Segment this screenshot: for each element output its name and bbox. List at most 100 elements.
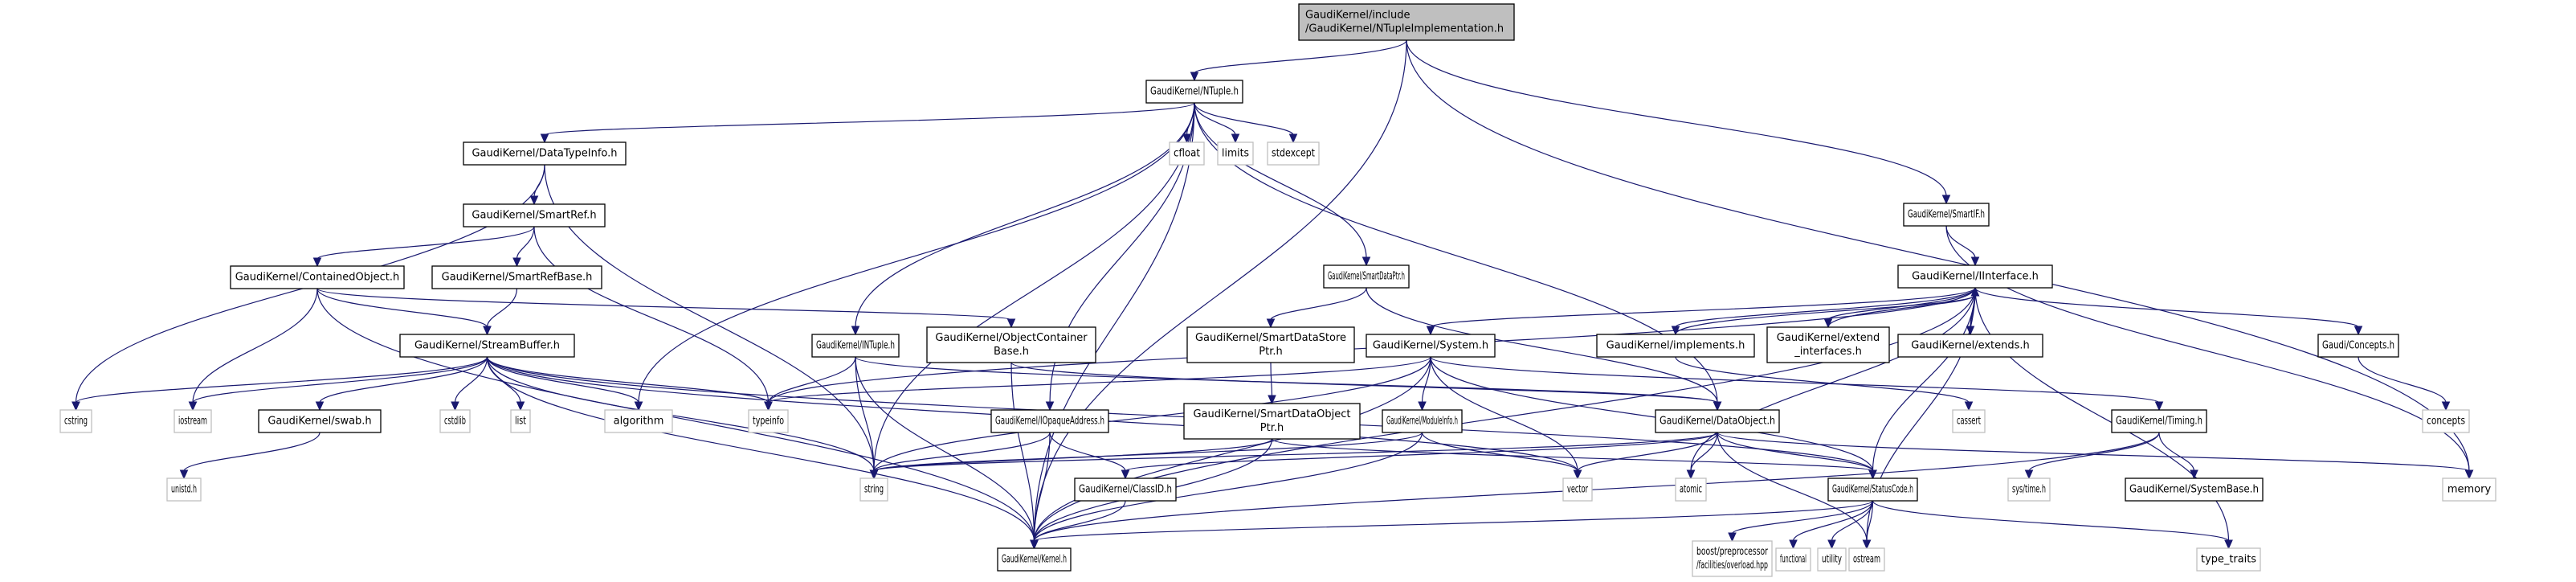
edge-smartdatastoreptr-to-smartdataobjectptr	[1268, 362, 1276, 405]
node-smartdataptr[interactable]: GaudiKernel/SmartDataPtr.h	[1323, 264, 1410, 289]
node-swab[interactable]: GaudiKernel/swab.h	[258, 409, 382, 433]
node-label: string	[864, 484, 884, 496]
edge-line	[1421, 356, 1431, 404]
node-datatypeinfo[interactable]: GaudiKernel/DataTypeInfo.h	[463, 141, 627, 166]
node-functional: functional	[1775, 547, 1811, 572]
node-cassert: cassert	[1952, 409, 1986, 433]
edge-smartref-to-typeinfo	[533, 226, 773, 412]
node-smartrefbase[interactable]: GaudiKernel/SmartRefBase.h	[431, 265, 602, 289]
edge-ntuple-to-datatypeinfo	[540, 102, 1195, 144]
node-box	[1952, 409, 1986, 433]
node-iostream: iostream	[174, 409, 212, 433]
node-extends[interactable]: GaudiKernel/extends.h	[1897, 334, 2043, 358]
edge-implements-to-cassert	[1675, 356, 1974, 412]
arrowhead-icon	[2024, 469, 2034, 480]
arrowhead-icon	[1266, 318, 1276, 329]
arrowhead-icon	[483, 326, 492, 336]
edge-line	[544, 102, 1195, 136]
edge-system-to-moduleinfo	[1418, 356, 1431, 412]
edge-line	[1872, 500, 2230, 542]
node-box	[174, 409, 212, 433]
edge-containedobject-to-iostream	[188, 288, 318, 412]
node-concepts_h[interactable]: Gaudi/Concepts.h	[2317, 334, 2399, 358]
arrowhead-icon	[634, 401, 643, 412]
arrowhead-icon	[1671, 326, 1680, 336]
node-smartref[interactable]: GaudiKernel/SmartRef.h	[463, 203, 606, 227]
arrowhead-icon	[1045, 401, 1055, 412]
node-implements[interactable]: GaudiKernel/implements.h	[1596, 334, 1755, 358]
edge-system-to-timing	[1430, 356, 2164, 412]
edge-line	[1194, 102, 1294, 136]
node-moduleinfo[interactable]: GaudiKernel/ModuleInfo.h	[1382, 409, 1463, 433]
node-smartif[interactable]: GaudiKernel/SmartIF.h	[1903, 203, 1990, 227]
node-containedobject[interactable]: GaudiKernel/ContainedObject.h	[230, 265, 405, 289]
node-streambuffer[interactable]: GaudiKernel/StreamBuffer.h	[399, 334, 575, 358]
edge-line	[1033, 500, 1126, 542]
node-iopaqueaddress[interactable]: GaudiKernel/IOpaqueAddress.h	[990, 409, 1109, 433]
edge-statuscode-to-utility	[1827, 500, 1874, 550]
edge-objectcontainerbase-to-kernel	[1010, 362, 1039, 550]
node-box	[1692, 540, 1773, 577]
node-systembase[interactable]: GaudiKernel/SystemBase.h	[2125, 477, 2264, 502]
node-label: _interfaces.h	[1794, 346, 1862, 358]
node-label: cfloat	[1174, 148, 1200, 160]
node-ntuple[interactable]: GaudiKernel/NTuple.h	[1145, 80, 1243, 104]
node-type_traits: type_traits	[2196, 547, 2261, 572]
node-dataobject[interactable]: GaudiKernel/DataObject.h	[1655, 409, 1780, 433]
edge-root-to-memory	[1406, 39, 2474, 480]
edge-ntuple-to-algorithm	[634, 102, 1195, 412]
node-label: concepts	[2427, 416, 2465, 428]
node-label: list	[515, 416, 526, 428]
edge-dataobject-to-vector	[1573, 432, 1718, 480]
edge-line	[1577, 432, 1718, 472]
edge-line	[486, 288, 518, 328]
edge-streambuffer-to-cstdlib	[451, 356, 488, 412]
node-label: limits	[1222, 148, 1249, 160]
arrowhead-icon	[529, 195, 539, 206]
node-extendinterfaces[interactable]: GaudiKernel/extend_interfaces.h	[1766, 326, 1890, 363]
edge-dataobject-to-classid	[1121, 432, 1718, 480]
node-systime: sys/time.h	[2007, 477, 2051, 502]
node-kernel[interactable]: GaudiKernel/Kernel.h	[997, 547, 1072, 572]
edge-line	[1430, 356, 1578, 472]
edge-iinterface-to-system	[1426, 287, 1976, 336]
node-label: GaudiKernel/SmartDataObject	[1193, 408, 1350, 420]
arrowhead-icon	[179, 469, 189, 480]
node-label: GaudiKernel/DataTypeInfo.h	[472, 148, 617, 160]
node-statuscode[interactable]: GaudiKernel/StatusCode.h	[1827, 477, 1918, 502]
edge-dataobject-to-memory	[1717, 432, 2474, 480]
edge-smartdataptr-to-smartdatastoreptr	[1266, 287, 1367, 329]
node-timing[interactable]: GaudiKernel/Timing.h	[2111, 409, 2207, 433]
node-root[interactable]: GaudiKernel/include/GaudiKernel/NTupleIm…	[1298, 3, 1515, 41]
arrowhead-icon	[1426, 326, 1435, 336]
node-box	[1186, 326, 1355, 363]
node-box	[1596, 334, 1755, 358]
arrowhead-icon	[1182, 133, 1191, 144]
node-iinterface[interactable]: GaudiKernel/IInterface.h	[1897, 264, 2053, 289]
edge-line	[2358, 356, 2447, 404]
node-label: Gaudi/Concepts.h	[2322, 340, 2394, 352]
node-box	[2111, 409, 2207, 433]
edge-line	[1033, 356, 1431, 542]
edge-dataobject-to-atomic	[1686, 432, 1718, 480]
edge-line	[533, 226, 770, 404]
node-system[interactable]: GaudiKernel/System.h	[1366, 334, 1496, 358]
edge-line	[183, 432, 320, 472]
node-label: typeinfo	[753, 416, 784, 428]
node-boostoverload: boost/preprocessor/facilities/overload.h…	[1692, 540, 1773, 577]
node-box	[1366, 334, 1496, 358]
node-label: type_traits	[2201, 554, 2256, 566]
edge-line	[1366, 287, 1718, 404]
edge-line	[1974, 287, 2359, 328]
node-label: GaudiKernel/ObjectContainer	[935, 332, 1088, 344]
node-box	[1323, 264, 1410, 289]
node-intuple[interactable]: GaudiKernel/INTuple.h	[811, 334, 900, 358]
node-classid[interactable]: GaudiKernel/ClassID.h	[1074, 477, 1177, 502]
node-algorithm: algorithm	[604, 409, 673, 433]
edge-line	[319, 356, 488, 404]
node-box	[59, 409, 92, 433]
edge-line	[316, 288, 488, 328]
